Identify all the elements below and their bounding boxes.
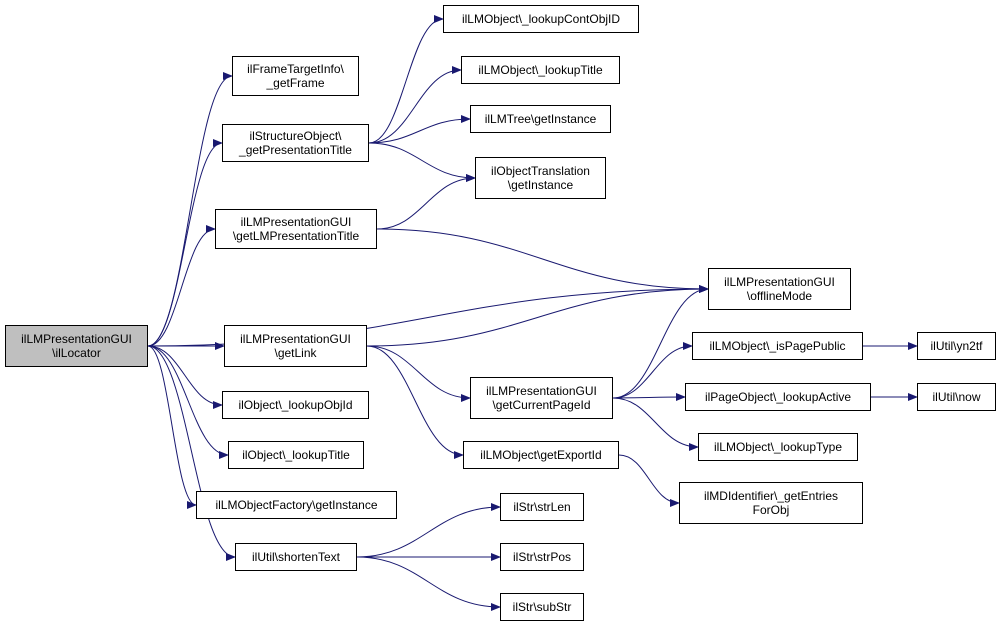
edge-struct-to-lmtitle — [368, 66, 462, 144]
edge-shorten-to-strlen — [356, 503, 501, 558]
node-label: ilLMPresentationGUI — [486, 384, 597, 398]
node-label: ilObject\_lookupTitle — [242, 448, 350, 462]
node-substr[interactable]: ilStr\subStr — [500, 593, 584, 621]
node-label: ilLMTree\getInstance — [484, 112, 597, 126]
node-label: ilLMPresentationGUI — [240, 332, 351, 346]
edge-getlink-to-exportid — [366, 345, 464, 459]
node-label: ilLMObject\getExportId — [480, 448, 602, 462]
node-label: \ilLocator — [52, 346, 101, 360]
edge-root-to-lmobjfactory — [147, 345, 197, 509]
node-label: ilLMPresentationGUI — [724, 275, 835, 289]
node-struct[interactable]: ilStructureObject\_getPresentationTitle — [222, 124, 369, 162]
node-lmtitle[interactable]: ilLMObject\_lookupTitle — [461, 56, 620, 84]
node-label: ilMDIdentifier\_getEntries — [703, 489, 839, 503]
node-root[interactable]: ilLMPresentationGUI\ilLocator — [5, 325, 148, 367]
edge-getlmpt-to-objtrans — [376, 174, 476, 230]
edge-curpage-to-ispublic — [612, 342, 693, 399]
edge-exportid-to-mdid — [618, 454, 680, 507]
node-offline[interactable]: ilLMPresentationGUI\offlineMode — [708, 268, 851, 310]
node-lookupactive[interactable]: ilPageObject\_lookupActive — [685, 383, 871, 411]
edge-curpage-to-lookuptype — [612, 397, 699, 451]
node-label: ilPageObject\_lookupActive — [704, 390, 852, 404]
node-label: \getLink — [274, 346, 317, 360]
node-label: ilLMObject\_isPagePublic — [709, 339, 846, 353]
node-label: ilLMObjectFactory\getInstance — [215, 498, 378, 512]
node-strlen[interactable]: ilStr\strLen — [500, 493, 584, 521]
edge-struct-to-contobj — [368, 15, 444, 144]
node-ispublic[interactable]: ilLMObject\_isPagePublic — [692, 332, 863, 360]
node-label: ilStr\strLen — [513, 500, 571, 514]
node-frame[interactable]: ilFrameTargetInfo\_getFrame — [232, 56, 359, 96]
edge-getlmpt-to-offline — [376, 228, 709, 293]
edge-root-to-getlmpt — [147, 225, 216, 347]
node-strpos[interactable]: ilStr\strPos — [500, 543, 584, 571]
node-label: _getPresentationTitle — [239, 143, 352, 157]
edge-shorten-to-substr — [356, 556, 501, 611]
node-objtrans[interactable]: ilObjectTranslation\getInstance — [475, 157, 606, 199]
node-label: ilFrameTargetInfo\ — [247, 62, 344, 76]
node-label: \getCurrentPageId — [492, 398, 591, 412]
node-label: ForObj — [752, 503, 790, 517]
edge-curpage-to-lookupactive — [612, 393, 686, 402]
node-contobj[interactable]: ilLMObject\_lookupContObjID — [443, 5, 639, 33]
edge-struct-to-objtrans — [368, 142, 476, 182]
node-shorten[interactable]: ilUtil\shortenText — [235, 543, 357, 571]
node-label: ilUtil\yn2tf — [930, 339, 983, 353]
node-label: ilUtil\now — [932, 390, 981, 404]
edge-curpage-to-offline — [612, 285, 709, 399]
node-getlmpt[interactable]: ilLMPresentationGUI\getLMPresentationTit… — [215, 209, 377, 249]
node-label: \getInstance — [507, 178, 574, 192]
edge-root-to-lookupobjid — [147, 345, 223, 409]
node-curpage[interactable]: ilLMPresentationGUI\getCurrentPageId — [470, 377, 613, 419]
node-label: \getLMPresentationTitle — [232, 229, 360, 243]
node-yn2tf[interactable]: ilUtil\yn2tf — [917, 332, 996, 360]
node-label: ilLMObject\_lookupType — [713, 440, 843, 454]
node-lookuptype[interactable]: ilLMObject\_lookupType — [698, 433, 858, 461]
node-lmtree[interactable]: ilLMTree\getInstance — [470, 105, 611, 133]
node-label: ilLMObject\_lookupTitle — [478, 63, 603, 77]
node-lmobjfactory[interactable]: ilLMObjectFactory\getInstance — [196, 491, 397, 519]
node-now[interactable]: ilUtil\now — [917, 383, 996, 411]
node-lookuptitle[interactable]: ilObject\_lookupTitle — [228, 441, 364, 469]
edge-root-to-struct — [147, 139, 223, 347]
node-label: ilStr\subStr — [512, 600, 572, 614]
node-label: \offlineMode — [746, 289, 813, 303]
node-label: ilStructureObject\ — [249, 129, 342, 143]
node-label: ilStr\strPos — [512, 550, 571, 564]
node-label: ilLMObject\_lookupContObjID — [461, 12, 621, 26]
edge-getlink-to-curpage — [366, 345, 471, 402]
node-label: ilLMPresentationGUI — [240, 215, 352, 229]
node-label: ilUtil\shortenText — [251, 550, 341, 564]
node-getlink[interactable]: ilLMPresentationGUI\getLink — [224, 325, 367, 367]
edge-getlink-to-offline — [366, 285, 709, 347]
edge-root-to-shorten — [147, 345, 236, 561]
node-lookupobjid[interactable]: ilObject\_lookupObjId — [222, 391, 369, 419]
node-label: _getFrame — [266, 76, 325, 90]
edge-root-to-lookuptitle — [147, 345, 229, 459]
node-label: ilObjectTranslation — [491, 164, 590, 178]
node-label: ilLMPresentationGUI — [21, 332, 132, 346]
node-exportid[interactable]: ilLMObject\getExportId — [463, 441, 619, 469]
node-label: ilObject\_lookupObjId — [238, 398, 353, 412]
edge-struct-to-lmtree — [368, 115, 471, 144]
